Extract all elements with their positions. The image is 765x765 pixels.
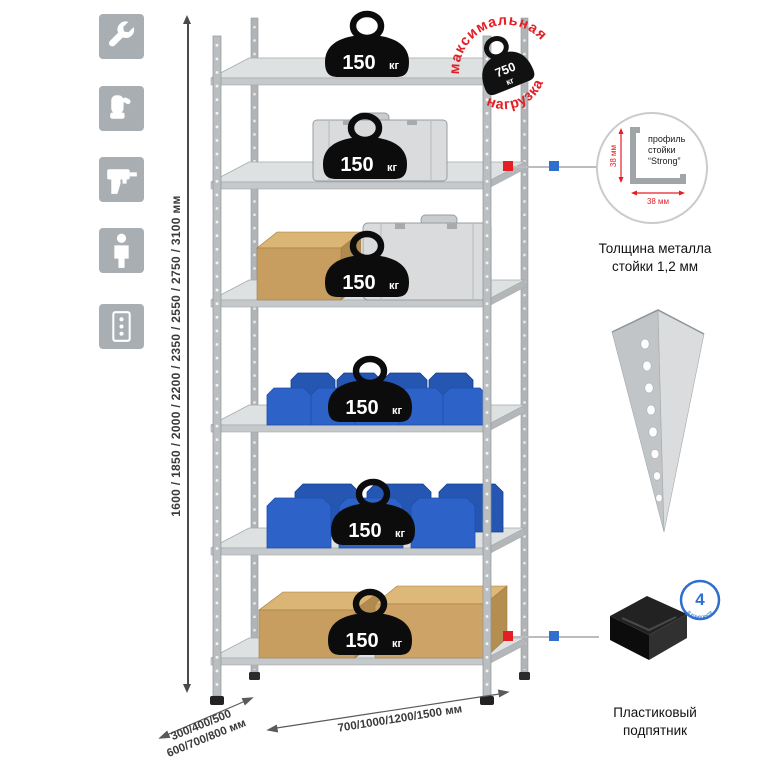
height-dimension-label: 1600 / 1850 / 2000 / 2200 / 2350 / 2550 … [169,195,183,517]
profile-marker-blue [549,161,559,171]
gloves-icon [99,86,144,131]
included-count-badge: 4 в комплекте [679,579,721,621]
rack-back-posts [249,17,530,680]
rack-shelf-2: 150 кг [210,112,526,190]
svg-text:кг: кг [504,75,515,87]
wrench-icon [99,14,144,59]
foot-marker-red [503,631,513,641]
load-badge: 150 кг [325,230,409,297]
load-badge: 150 кг [331,478,415,545]
profile-marker-red [503,161,513,171]
foot-caption: Пластиковый подпятник [613,705,697,738]
svg-text:150: 150 [348,520,381,542]
load-badge: 150 кг [325,10,409,77]
load-badge: 150 кг [328,355,412,422]
svg-text:150: 150 [340,154,373,176]
foot-marker-blue [549,631,559,641]
rack-shelf-4: 150 кг [210,355,526,433]
corner-post-image [611,309,705,533]
svg-text:“Strong”: “Strong” [648,156,681,166]
svg-text:кг: кг [389,280,400,292]
plastic-foot-image: 4 в комплекте [610,579,721,660]
stamp-weight-icon: 750 кг [482,36,535,96]
svg-text:стойки: стойки [648,145,676,155]
svg-text:кг: кг [387,162,398,174]
load-badge: 150 кг [323,112,407,179]
rack-shelf-3: 150 кг [210,214,526,308]
perforated-panel-icon [99,304,144,349]
plastic-foot-corner [610,596,687,660]
svg-text:кг: кг [389,60,400,72]
height-arrow-bottom [183,684,191,693]
profile-dim-vertical: 38 мм [609,128,624,183]
svg-text:150: 150 [342,272,375,294]
height-arrow-top [183,15,191,24]
svg-text:кг: кг [395,528,406,540]
svg-text:150: 150 [342,52,375,74]
svg-text:38 мм: 38 мм [609,145,618,167]
svg-text:38 мм: 38 мм [647,197,669,206]
svg-text:кг: кг [392,405,403,417]
svg-text:4: 4 [695,590,705,609]
svg-text:профиль: профиль [648,134,686,144]
rack-shelf-6: 150 кг [210,585,526,666]
badge-arc-text: в комплекте [686,609,714,620]
svg-text:150: 150 [345,630,378,652]
rack-illustration: 150 кг 150 кг [210,10,530,705]
profile-label: профиль стойки “Strong” [648,134,686,166]
drill-icon [99,157,144,202]
rack-shelf-1: 150 кг [210,10,526,86]
post-holes [640,338,663,503]
profile-dim-horizontal: 38 мм [631,190,685,206]
svg-text:кг: кг [392,638,403,650]
profile-detail: 38 мм 38 мм профиль стойки “Strong” [596,112,708,224]
person-icon [99,228,144,273]
svg-text:150: 150 [345,397,378,419]
profile-caption: Толщина металла стойки 1,2 мм [598,241,712,274]
base-dimension-lines [158,689,510,739]
load-badge: 150 кг [328,588,412,655]
height-dimension-line [187,22,189,686]
rack-shelf-5: 150 кг [210,478,526,556]
max-load-stamp: максимальная нагрузка 750 кг [438,2,553,123]
profile-cross-section [630,127,686,184]
